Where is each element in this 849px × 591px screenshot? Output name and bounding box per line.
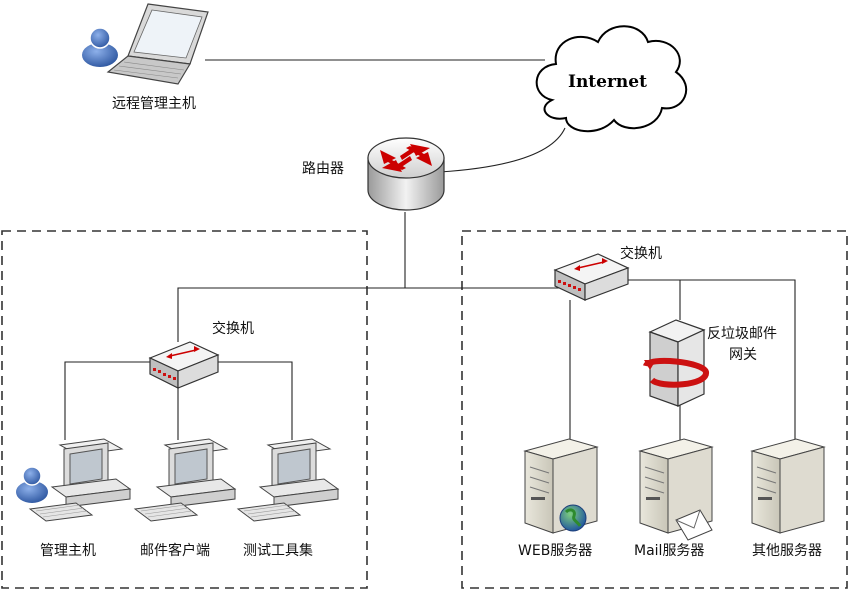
link-internet-router: [439, 127, 566, 173]
right-switch-label: 交换机: [620, 246, 662, 262]
workstation-3-icon: [236, 438, 340, 522]
server-label-web: WEB服务器: [518, 543, 593, 559]
host-label-mail-client: 邮件客户端: [140, 543, 210, 559]
left-switch-icon: [148, 341, 220, 389]
network-links: [64, 59, 796, 440]
mail-server-icon: [638, 438, 714, 534]
remote-host-label: 远程管理主机: [112, 96, 196, 112]
mail-envelope-icon: [675, 509, 713, 541]
admin-user-icon: [16, 466, 48, 503]
other-server-icon: [750, 438, 826, 534]
user-icon: [82, 27, 118, 67]
right-zone-border: [461, 230, 848, 589]
host-label-admin: 管理主机: [40, 543, 96, 559]
left-switch-label: 交换机: [212, 321, 254, 337]
link-left-switch-host-3: [210, 361, 293, 440]
link-right-switch-other: [625, 279, 796, 440]
link-left-switch-host-1: [64, 361, 155, 440]
link-backbone-left-switch: [177, 287, 405, 342]
web-server-icon: [523, 438, 599, 534]
gateway-label-line2: 网关: [729, 347, 757, 363]
right-switch-icon: [553, 253, 630, 301]
workstation-2-icon: [133, 438, 237, 522]
laptop-icon: [106, 3, 209, 85]
server-label-other: 其他服务器: [752, 543, 822, 559]
router-label: 路由器: [302, 161, 344, 177]
internet-cloud: [535, 25, 688, 133]
internet-label: Internet: [568, 72, 647, 92]
server-label-mail: Mail服务器: [634, 543, 705, 559]
gateway-icon: [643, 319, 709, 407]
gateway-label-line1: 反垃圾邮件: [707, 326, 777, 342]
router-icon: [367, 137, 445, 211]
globe-icon: [559, 504, 587, 532]
workstation-1-icon: [28, 438, 132, 522]
host-label-test-tools: 测试工具集: [243, 543, 313, 559]
left-zone-border: [1, 230, 368, 589]
